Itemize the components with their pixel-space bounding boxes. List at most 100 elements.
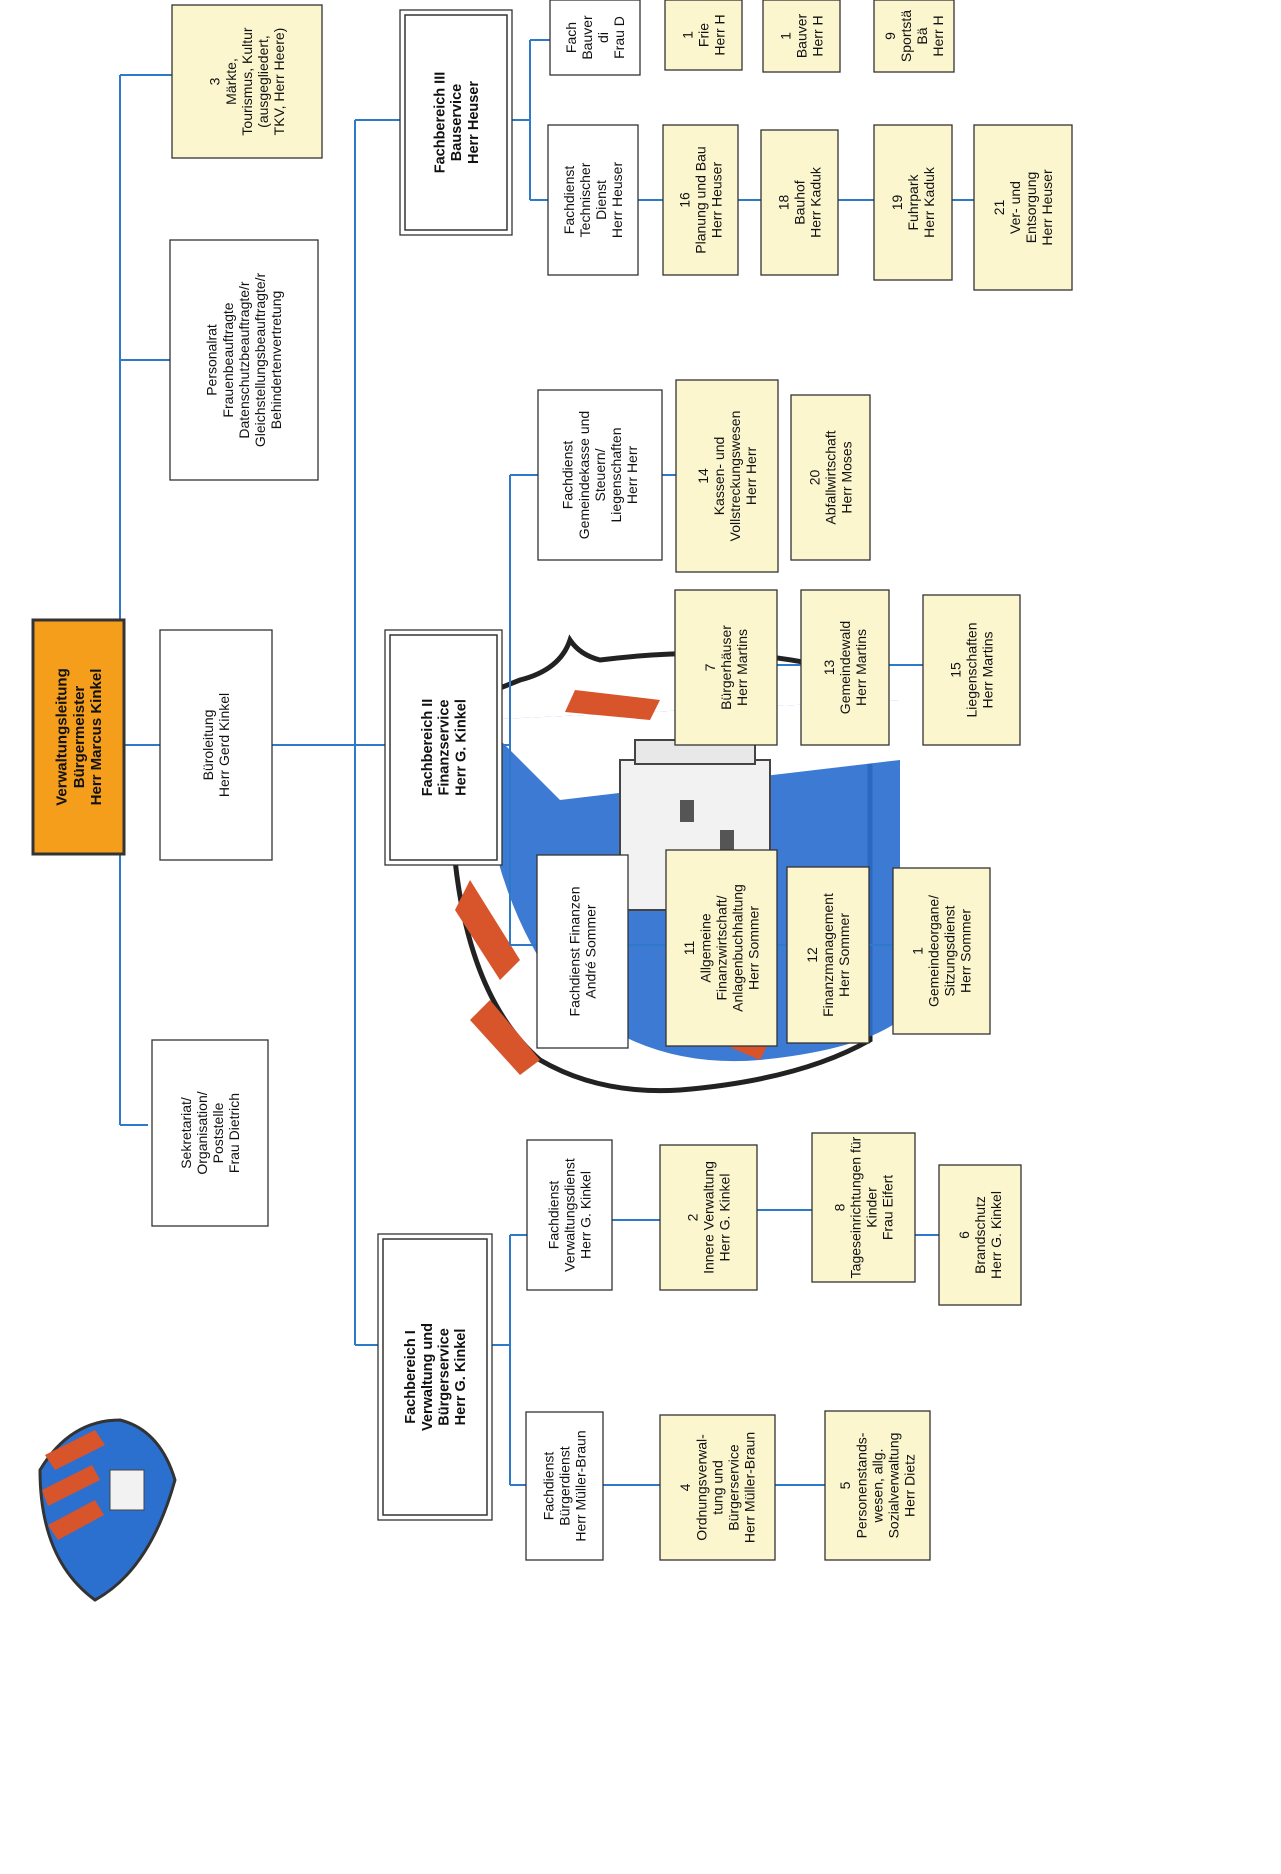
node-line: Herr Martins (734, 629, 750, 706)
node-line: Herr H (810, 15, 826, 56)
node-line: 5 (837, 1481, 853, 1489)
node-line: Tageseinrichtungen für (847, 1136, 863, 1278)
node-leitung: VerwaltungsleitungBürgermeisterHerr Marc… (31, 618, 126, 856)
node-line: Verwaltungsleitung (54, 668, 71, 806)
node-line: 7 (702, 663, 718, 671)
node-box (549, 0, 641, 76)
node-line: Gemeindewald (837, 621, 853, 714)
node-line: Frau Eifert (880, 1175, 896, 1240)
node-line: Bürgerservice (436, 1328, 452, 1426)
node-line: Personalrat (204, 324, 220, 396)
node-personalrat: PersonalratFrauenbeauftragteDatenschutzb… (169, 239, 319, 481)
node-fd-kasse: FachdienstGemeindekasse undSteuern/Liege… (537, 389, 663, 561)
node-u16: 16Planung und BauHerr Heuser (662, 124, 739, 276)
node-line: Fachbereich II (420, 699, 436, 797)
node-line: Herr G. Kinkel (453, 1329, 469, 1426)
node-box (922, 594, 1021, 746)
node-line: Brandschutz (972, 1196, 988, 1274)
crest-logo-stripe-2 (42, 1465, 100, 1506)
node-text: Sekretariat/Organisation/PoststelleFrau … (178, 1091, 242, 1174)
node-text: Fachbereich IVerwaltung undBürgerservice… (403, 1323, 469, 1431)
node-u6: 6BrandschutzHerr G. Kinkel (938, 1164, 1022, 1306)
node-box (659, 1414, 776, 1561)
node-bueroleitung: BüroleitungHerr Gerd Kinkel (159, 629, 273, 861)
node-line: wesen, allg. (869, 1449, 885, 1524)
node-line: Fachdienst Finanzen (566, 887, 582, 1017)
node-line: Fuhrpark (905, 173, 921, 230)
node-text: 21Ver- undEntsorgungHerr Heuser (991, 169, 1055, 246)
node-line: 14 (695, 468, 711, 484)
node-line: Entsorgung (1023, 172, 1039, 244)
crest-logo-shape (38, 1418, 177, 1602)
node-line: Herr Sommer (958, 909, 974, 993)
node-box (536, 854, 629, 1049)
node-u18: 18BauhofHerr Kaduk (760, 129, 839, 276)
node-line: tung und (709, 1460, 725, 1515)
node-line: Anlagenbuchhaltung (730, 884, 746, 1012)
node-text: FachBauverdiFrau D (563, 15, 627, 60)
node-line: 11 (681, 941, 697, 956)
node-line: Dienst (593, 180, 609, 220)
node-box (384, 629, 503, 866)
node-line: TKV, Herr Heere) (271, 28, 287, 136)
node-box (547, 124, 639, 276)
node-text: 11AllgemeineFinanzwirtschaft/Anlagenbuch… (681, 884, 761, 1012)
node-box (171, 4, 323, 159)
node-line: 21 (991, 200, 1007, 216)
node-line: Verwaltung und (420, 1323, 436, 1431)
node-text: BüroleitungHerr Gerd Kinkel (200, 693, 232, 797)
node-line: Herr Müller-Braun (573, 1430, 589, 1541)
node-line: Ordnungsverwal- (693, 1434, 709, 1541)
node-line: Gemeindeorgane/ (925, 895, 941, 1007)
crest-logo-stripe-1 (45, 1430, 105, 1470)
node-u1: 1Gemeindeorgane/SitzungsdienstHerr Somme… (892, 867, 991, 1035)
node-line: Herr Kaduk (808, 166, 824, 238)
crest-stripe-2 (455, 880, 520, 980)
node-box (664, 0, 743, 71)
node-line: Herr Herr (624, 446, 640, 505)
node-line: Fachbereich I (403, 1330, 419, 1423)
node-line: Herr Martins (853, 629, 869, 706)
node-text: 1BauverHerr H (777, 13, 825, 58)
node-box (399, 9, 513, 236)
node-box (665, 849, 778, 1047)
node-line: Bürgerdienst (556, 1446, 572, 1525)
node-line: Herr Herr (743, 447, 759, 506)
node-box (973, 124, 1073, 291)
node-text: FachdienstGemeindekasse undSteuern/Liege… (560, 411, 640, 539)
node-line: Allgemeine (697, 913, 713, 982)
node-line: Liegenschaften (608, 428, 624, 523)
node-line: Frie (695, 23, 711, 47)
node-line: Herr Marcus Kinkel (88, 669, 105, 806)
node-text: 9SportstäBäHerr H (882, 10, 946, 62)
node-box (786, 866, 870, 1044)
node-line: Märkte, (223, 58, 239, 105)
node-text: Fachbereich IIFinanzserviceHerr G. Kinke… (420, 699, 469, 797)
node-fb1: Fachbereich IVerwaltung undBürgerservice… (377, 1233, 493, 1521)
node-text: 6BrandschutzHerr G. Kinkel (956, 1191, 1004, 1279)
node-box (151, 1039, 269, 1227)
node-line: Steuern/ (592, 448, 608, 501)
node-text: 3Märkte,Tourismus, Kultur(ausgegliedert,… (207, 27, 287, 135)
node-line: 15 (947, 662, 963, 678)
node-u-sport-partial: 9SportstäBäHerr H (873, 0, 955, 73)
crest-logo-tower (109, 1469, 145, 1511)
node-text: 18BauhofHerr Kaduk (775, 166, 823, 238)
node-box (938, 1164, 1022, 1306)
node-line: 9 (882, 32, 898, 40)
node-fb3: Fachbereich IIIBauserviceHerr Heuser (399, 9, 513, 236)
node-fd-technik: FachdienstTechnischerDienstHerr Heuser (547, 124, 639, 276)
node-text: 16Planung und BauHerr Heuser (676, 146, 724, 253)
node-line: Büroleitung (200, 710, 216, 781)
node-box (659, 1144, 758, 1291)
node-line: 1 (679, 31, 695, 39)
crest-tower-window-2 (720, 830, 734, 852)
node-box (800, 589, 890, 746)
node-line: Sitzungsdienst (941, 905, 957, 996)
node-box (31, 618, 126, 856)
node-line: 6 (956, 1231, 972, 1239)
node-text: FachdienstVerwaltungsdienstHerr G. Kinke… (545, 1158, 593, 1272)
node-box (873, 124, 953, 281)
node-text: 13GemeindewaldHerr Martins (821, 621, 869, 714)
